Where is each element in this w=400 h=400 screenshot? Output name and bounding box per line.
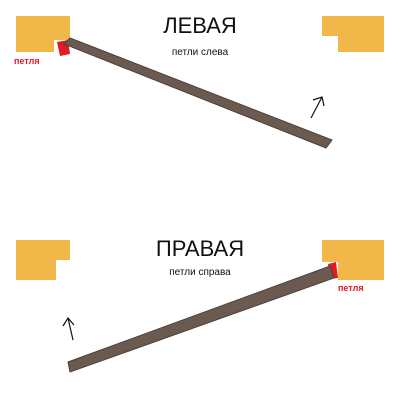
opening-arrow-left	[310, 96, 325, 119]
left-title: ЛЕВАЯ	[163, 13, 237, 38]
left-hinge-label: петля	[14, 56, 40, 66]
left-frame-hinge-side	[16, 16, 70, 52]
right-frame-hinge-side	[322, 240, 384, 280]
right-frame-latch-side	[322, 16, 384, 52]
right-title: ПРАВАЯ	[156, 236, 244, 261]
right-subtitle: петли справа	[169, 267, 231, 278]
right-hinge-label: петля	[338, 283, 364, 293]
right-hinged-section: ПРАВАЯ петли справа петля	[16, 236, 384, 373]
door-leaf-left	[63, 37, 333, 149]
left-frame-latch-side	[16, 240, 70, 280]
door-leaf-right	[67, 265, 335, 373]
left-subtitle: петли слева	[172, 47, 229, 58]
opening-arrow-right	[62, 316, 75, 341]
left-hinged-section: ЛЕВАЯ петли слева петля	[14, 13, 384, 149]
